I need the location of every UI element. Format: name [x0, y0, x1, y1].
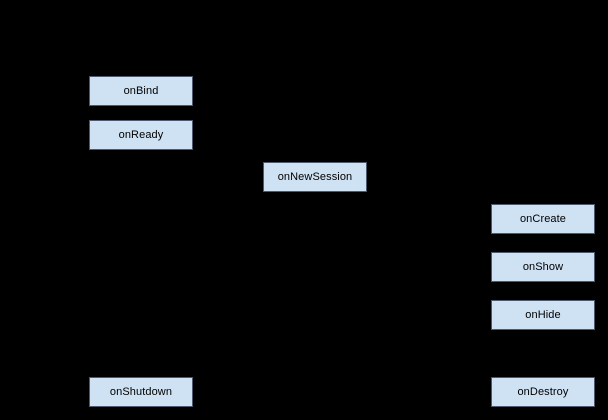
node-oncreate: onCreate — [491, 204, 595, 234]
node-onshutdown: onShutdown — [89, 377, 193, 407]
node-onshutdown-label: onShutdown — [109, 386, 173, 398]
node-onhide: onHide — [491, 300, 595, 330]
node-onhide-label: onHide — [525, 309, 561, 321]
node-onshow-label: onShow — [522, 261, 564, 273]
node-onbind-label: onBind — [123, 85, 159, 97]
node-onnewsession: onNewSession — [263, 162, 367, 192]
node-onshow: onShow — [491, 252, 595, 282]
node-oncreate-label: onCreate — [519, 213, 567, 225]
node-onbind: onBind — [89, 76, 193, 106]
node-ondestroy: onDestroy — [491, 377, 595, 407]
node-onnewsession-label: onNewSession — [277, 171, 353, 183]
node-onready: onReady — [89, 120, 193, 150]
node-ondestroy-label: onDestroy — [517, 386, 569, 398]
node-onready-label: onReady — [118, 129, 164, 141]
